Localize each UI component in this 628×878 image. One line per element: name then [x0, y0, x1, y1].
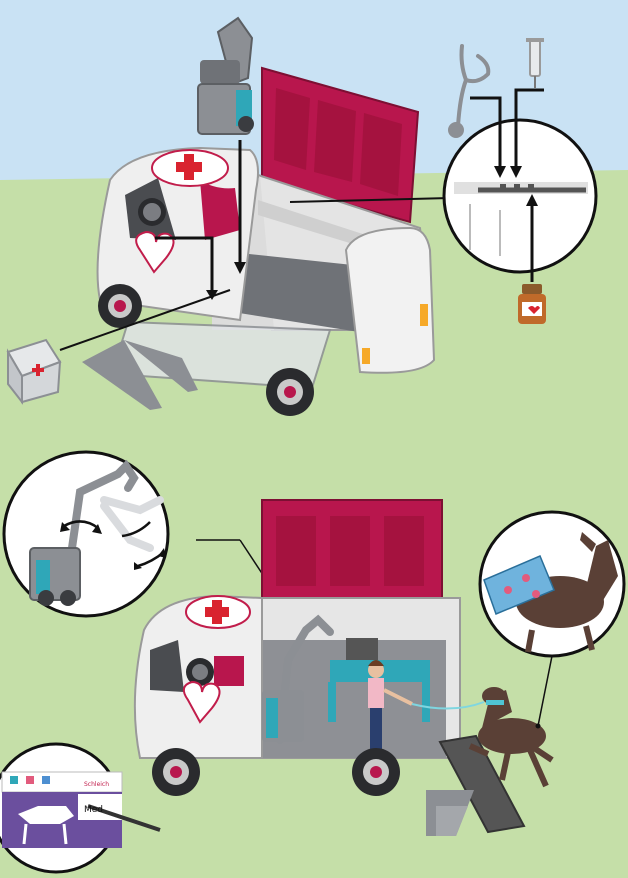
bottom-ramp: [438, 734, 526, 834]
xray-machine-top: [197, 16, 254, 135]
front-wheel: [98, 284, 142, 328]
first-aid-kit-icon: [6, 338, 62, 405]
stethoscope-icon: [448, 44, 491, 138]
xray-paper-circle: Schleich Med: [0, 742, 161, 874]
foal-bandage-circle: [478, 510, 626, 729]
vet-figure: [368, 660, 413, 752]
top-truck: [82, 66, 436, 416]
bottom-truck: [133, 499, 526, 836]
detail-zoom-circle: [442, 88, 598, 282]
medicine-bottle-icon: [518, 284, 546, 324]
syringe-icon: [526, 38, 544, 88]
rear-wheel: [266, 368, 314, 416]
bottom-front-wheel: [152, 748, 200, 796]
xray-rotation-circle: [2, 450, 307, 641]
bottom-rear-wheel: [352, 748, 400, 796]
assembly-arrows-top: [59, 140, 451, 351]
brand-label: Schleich: [84, 781, 109, 788]
paper-label: Med: [84, 805, 103, 815]
foal-on-ramp: [411, 687, 554, 788]
